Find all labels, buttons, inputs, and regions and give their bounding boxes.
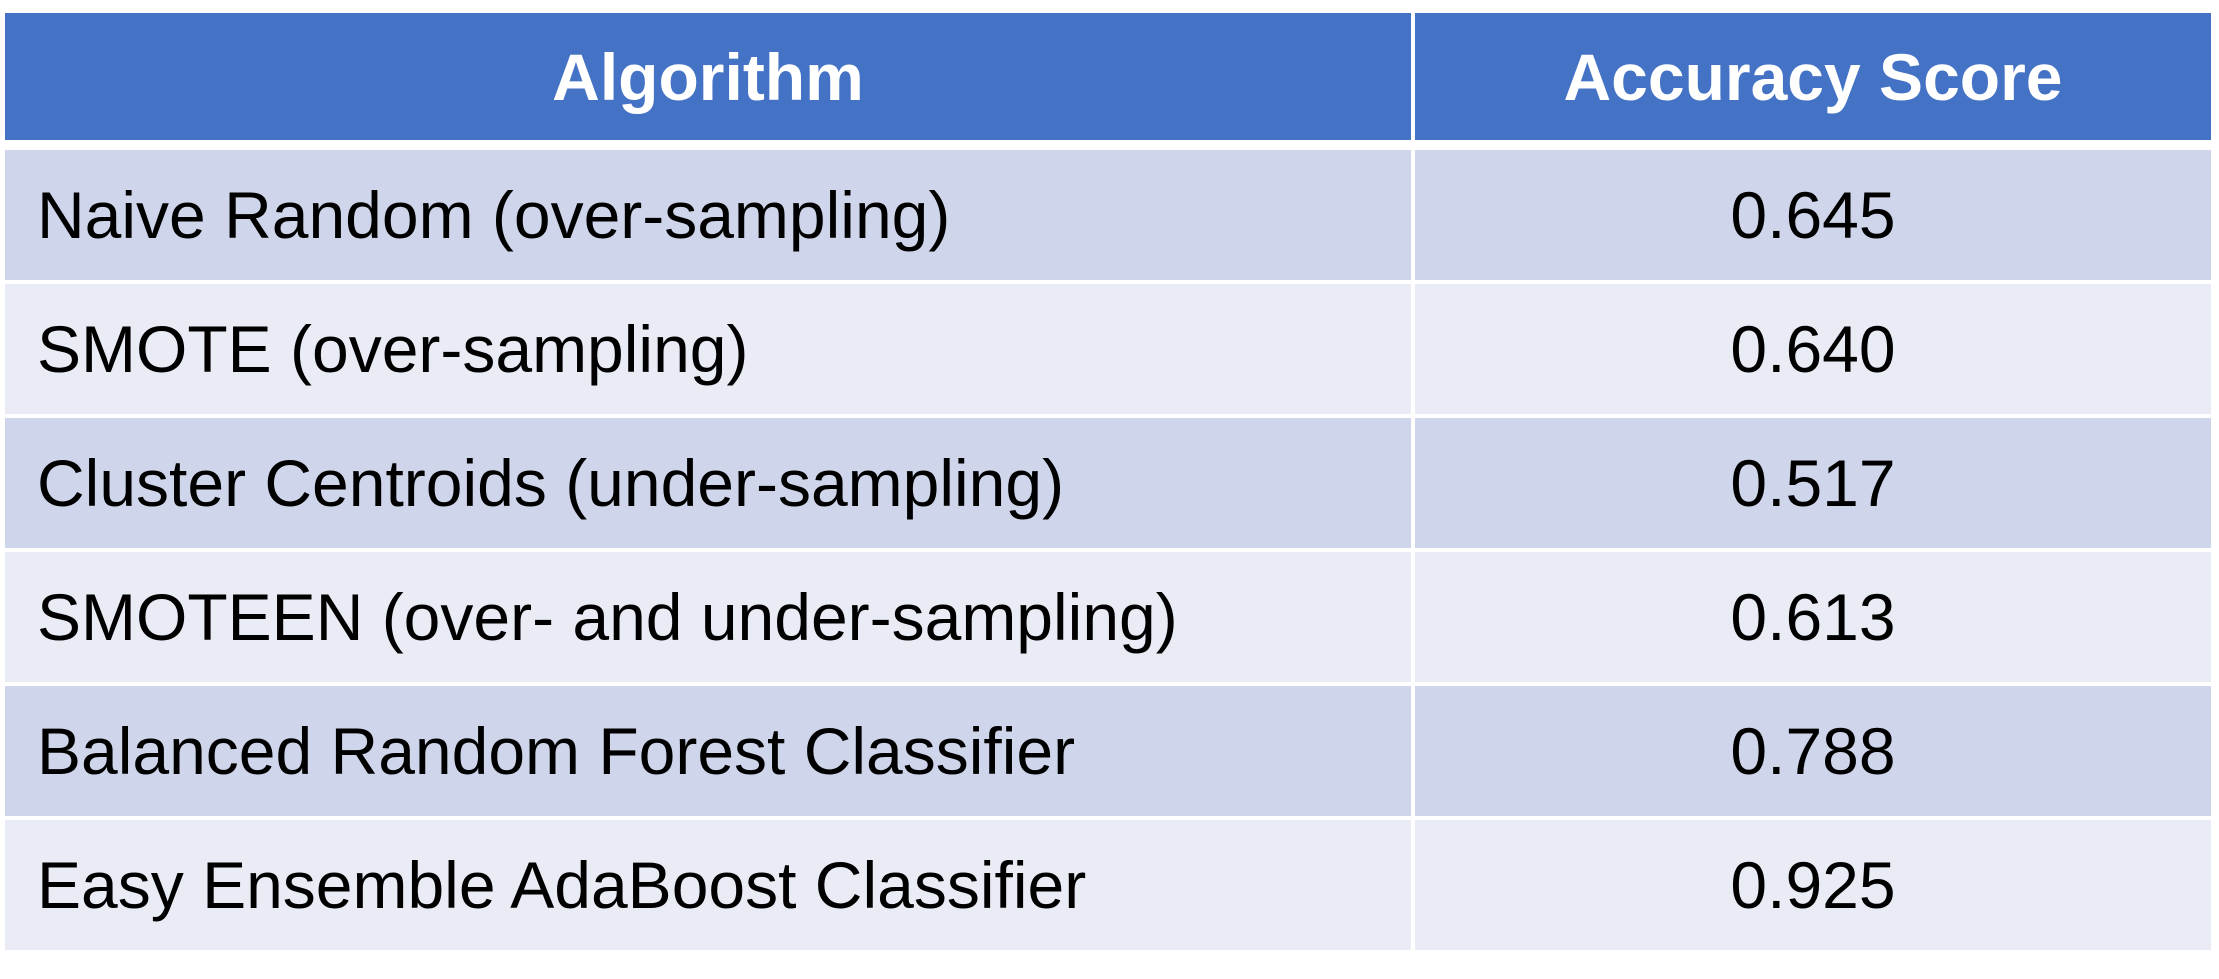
table-row: Balanced Random Forest Classifier 0.788 <box>5 686 2211 820</box>
table-row: Easy Ensemble AdaBoost Classifier 0.925 <box>5 820 2211 950</box>
accuracy-cell: 0.613 <box>1415 552 2211 686</box>
algorithm-cell: Easy Ensemble AdaBoost Classifier <box>5 820 1415 950</box>
accuracy-table: Algorithm Accuracy Score Naive Random (o… <box>5 13 2211 950</box>
table-row: SMOTE (over-sampling) 0.640 <box>5 284 2211 418</box>
algorithm-cell: Cluster Centroids (under-sampling) <box>5 418 1415 552</box>
accuracy-cell: 0.640 <box>1415 284 2211 418</box>
accuracy-cell: 0.645 <box>1415 150 2211 284</box>
header-algorithm: Algorithm <box>5 13 1415 150</box>
accuracy-cell: 0.925 <box>1415 820 2211 950</box>
algorithm-cell: Balanced Random Forest Classifier <box>5 686 1415 820</box>
algorithm-cell: SMOTEEN (over- and under-sampling) <box>5 552 1415 686</box>
header-accuracy-score: Accuracy Score <box>1415 13 2211 150</box>
table-row: SMOTEEN (over- and under-sampling) 0.613 <box>5 552 2211 686</box>
algorithm-cell: SMOTE (over-sampling) <box>5 284 1415 418</box>
table-row: Naive Random (over-sampling) 0.645 <box>5 150 2211 284</box>
accuracy-cell: 0.517 <box>1415 418 2211 552</box>
table-header-row: Algorithm Accuracy Score <box>5 13 2211 150</box>
accuracy-cell: 0.788 <box>1415 686 2211 820</box>
algorithm-cell: Naive Random (over-sampling) <box>5 150 1415 284</box>
table-row: Cluster Centroids (under-sampling) 0.517 <box>5 418 2211 552</box>
